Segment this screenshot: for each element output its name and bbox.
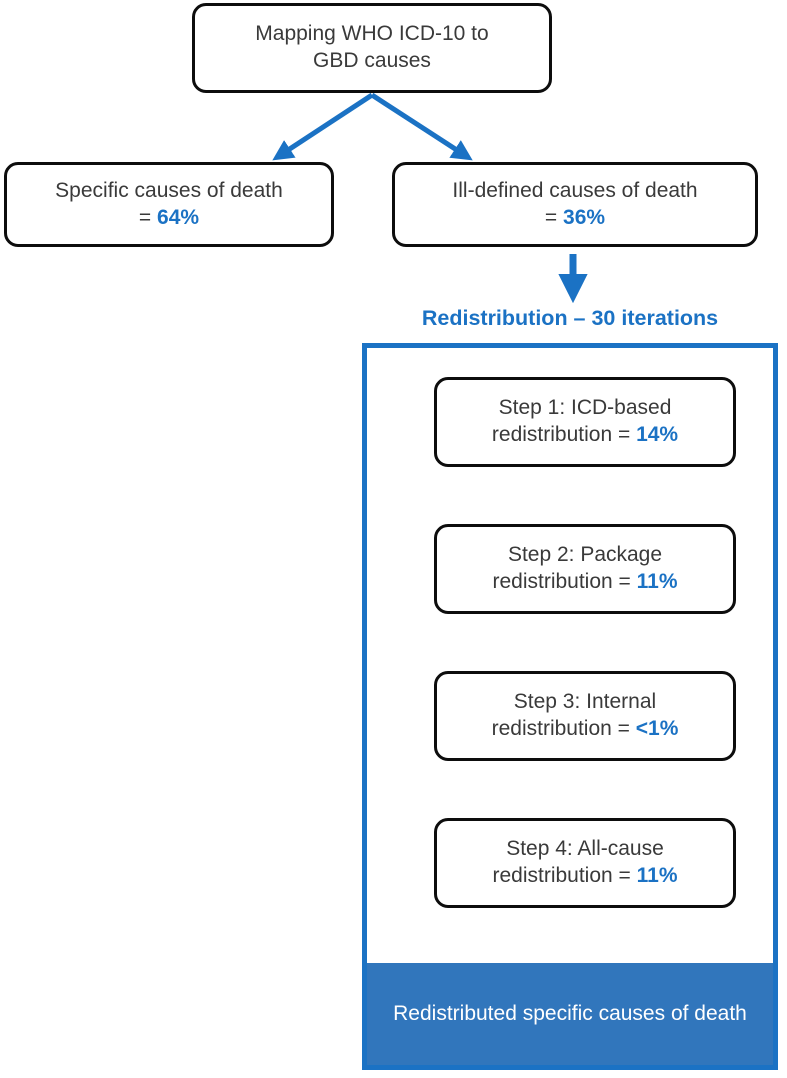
node-result-line2: death xyxy=(694,1002,747,1026)
node-specific-causes-label: Specific causes of death xyxy=(55,178,283,202)
node-step-2-percent: 11% xyxy=(636,570,678,593)
node-step-4-label: Step 4: All-cause xyxy=(506,837,664,861)
node-ill-defined-causes-text: Ill-defined causes of death = 36% xyxy=(452,178,697,232)
node-step-1-text: Step 1: ICD-based redistribution = 14% xyxy=(492,395,678,449)
node-step-3-value-line: redistribution = <1% xyxy=(492,716,679,743)
node-step-4-value-line: redistribution = 11% xyxy=(492,863,677,890)
node-step-2-value-line: redistribution = 11% xyxy=(492,569,677,596)
node-step-2-prefix: redistribution = xyxy=(492,570,637,593)
node-step-1-prefix: redistribution = xyxy=(491,423,637,446)
node-specific-causes-of-death[interactable]: Specific causes of death = 64% xyxy=(4,162,334,247)
node-root-line1: Mapping WHO ICD-10 to xyxy=(255,22,489,46)
node-step-4-text: Step 4: All-cause redistribution = 11% xyxy=(492,836,677,890)
node-specific-causes-prefix: = xyxy=(138,205,158,229)
node-step-2-label: Step 2: Package xyxy=(507,543,663,567)
node-step-1-percent: 14% xyxy=(636,423,679,446)
node-step-1-icd-based-redistribution[interactable]: Step 1: ICD-based redistribution = 14% xyxy=(434,377,736,467)
node-specific-causes-text: Specific causes of death = 64% xyxy=(55,178,283,232)
node-specific-causes-percent: 64% xyxy=(157,205,200,229)
node-ill-defined-causes-of-death[interactable]: Ill-defined causes of death = 36% xyxy=(392,162,758,247)
node-mapping-who-icd10-to-gbd-causes[interactable]: Mapping WHO ICD-10 to GBD causes xyxy=(192,3,552,93)
node-ill-defined-causes-prefix: = xyxy=(544,205,564,229)
node-root-line2: GBD causes xyxy=(313,49,431,72)
node-step-4-all-cause-redistribution[interactable]: Step 4: All-cause redistribution = 11% xyxy=(434,818,736,908)
node-step-3-text: Step 3: Internal redistribution = <1% xyxy=(492,689,679,743)
node-redistributed-specific-causes-of-death[interactable]: Redistributed specific causes of death xyxy=(367,963,773,1065)
node-step-1-label: Step 1: ICD-based xyxy=(498,396,672,420)
node-step-3-percent: <1% xyxy=(635,717,679,740)
node-step-3-label: Step 3: Internal xyxy=(513,690,657,714)
node-step-2-text: Step 2: Package redistribution = 11% xyxy=(492,542,677,596)
node-result-line1: Redistributed specific causes of xyxy=(393,1002,689,1026)
node-step-1-value-line: redistribution = 14% xyxy=(492,422,678,449)
node-step-4-percent: 11% xyxy=(636,864,678,887)
node-result-text: Redistributed specific causes of death xyxy=(393,1000,747,1027)
node-step-2-package-redistribution[interactable]: Step 2: Package redistribution = 11% xyxy=(434,524,736,614)
connector-root-to-ill-defined-causes xyxy=(370,92,473,161)
node-ill-defined-causes-value-line: = 36% xyxy=(452,205,697,232)
node-step-4-prefix: redistribution = xyxy=(492,864,637,887)
node-specific-causes-value-line: = 64% xyxy=(55,205,283,232)
node-ill-defined-causes-label: Ill-defined causes of death xyxy=(452,178,698,202)
node-step-3-prefix: redistribution = xyxy=(491,717,636,740)
redistribution-heading: Redistribution – 30 iterations xyxy=(421,306,719,330)
node-ill-defined-causes-percent: 36% xyxy=(563,205,606,229)
node-step-3-internal-redistribution[interactable]: Step 3: Internal redistribution = <1% xyxy=(434,671,736,761)
node-root-text: Mapping WHO ICD-10 to GBD causes xyxy=(255,21,488,75)
connector-root-to-specific-causes xyxy=(272,92,374,161)
